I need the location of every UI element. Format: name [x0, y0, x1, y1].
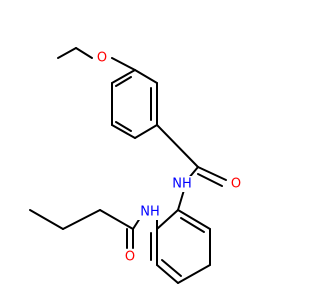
amide2-oxygen-text: O	[125, 250, 135, 265]
bond-ring1-f	[111, 69, 136, 84]
bond-ring2-inner-1	[180, 217, 205, 233]
amide1-nitrogen-label: NH	[168, 176, 196, 192]
bond-carbonyl1-o-a	[197, 166, 227, 181]
bond-butyl-1	[99, 209, 134, 230]
bond-ether-o-ring	[111, 57, 136, 71]
atom-labels-layer: O O NH NH O	[93, 50, 245, 265]
bond-n1-ring2	[177, 189, 185, 211]
bonds-layer	[29, 47, 227, 284]
ether-oxygen-text: O	[97, 51, 107, 66]
amide1-oxygen-text: O	[231, 177, 241, 192]
bond-ring2-c	[177, 264, 211, 284]
bond-ethyl-ch2	[75, 47, 93, 59]
amide2-nitrogen-label: NH	[136, 204, 164, 220]
amide1-nitrogen-text: NH	[172, 177, 192, 192]
amide1-oxygen-label: O	[227, 176, 245, 192]
bond-ring2-d	[156, 264, 179, 284]
bond-ring2-inner-2	[161, 259, 182, 277]
bond-butyl-3	[29, 209, 64, 230]
molecule-structure: O O NH NH O	[29, 47, 245, 284]
bond-ring1-d	[111, 124, 136, 139]
bond-ring1-c	[134, 124, 158, 139]
bond-ring1-a	[134, 69, 158, 84]
amide2-oxygen-label: O	[121, 249, 139, 265]
bond-ring1-inner-2	[115, 121, 132, 132]
bond-ethyl-ch3	[57, 47, 77, 59]
bond-carbonyl1-o-b	[197, 173, 223, 187]
bond-ring2-f	[156, 209, 179, 230]
bond-ring1-carbonyl	[156, 124, 199, 168]
bond-ring1-inner-3	[115, 76, 132, 87]
bond-butyl-2	[62, 209, 101, 230]
bond-ring2-a	[177, 209, 211, 230]
amide2-nitrogen-text: NH	[140, 205, 160, 220]
ether-oxygen-label: O	[93, 50, 111, 66]
